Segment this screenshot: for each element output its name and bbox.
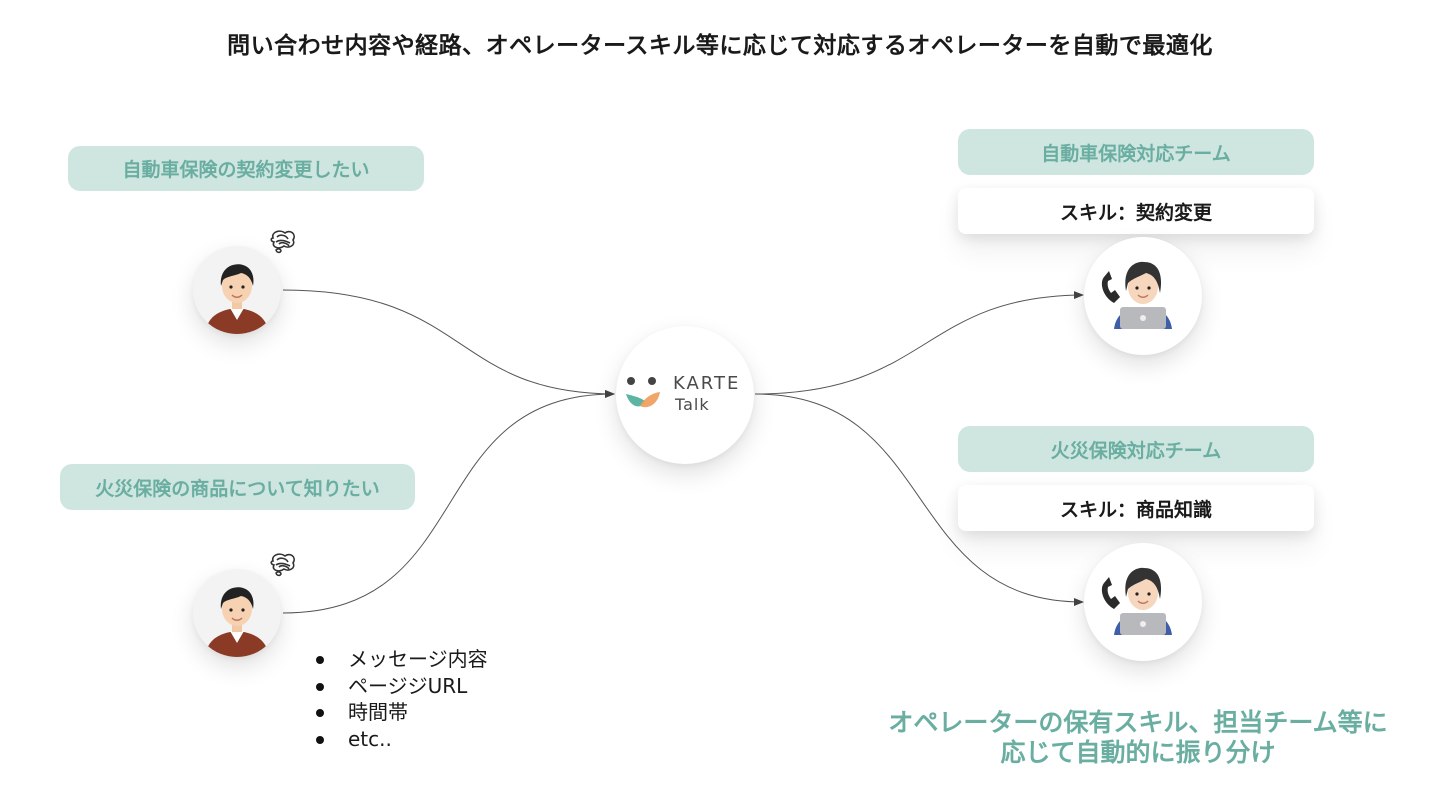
hub-brand: KARTE	[673, 373, 741, 394]
customer-inquiry-pill: 火災保険の商品について知りたい	[60, 464, 415, 510]
operator-avatar-icon	[1101, 567, 1172, 635]
summary-line-2: 応じて自動的に振り分け	[1000, 738, 1276, 767]
connector-customer2-to-hub	[282, 390, 615, 614]
operator-avatar-icon	[1101, 261, 1172, 329]
karte-logo-icon	[626, 377, 660, 408]
karte-talk-hub: KARTE Talk	[616, 326, 754, 464]
thought-scribble-icon	[270, 553, 295, 577]
list-item: メッセージ内容	[312, 646, 488, 673]
thought-scribble-icon	[270, 230, 295, 254]
connector-hub-to-team2	[754, 393, 1084, 606]
routing-factor-list: メッセージ内容 ページジURL 時間帯 etc..	[312, 646, 488, 752]
list-item: etc..	[312, 726, 488, 753]
page-title: 問い合わせ内容や経路、オペレータースキル等に応じて対応するオペレーターを自動で最…	[227, 33, 1213, 59]
phone-icon	[1101, 271, 1120, 303]
operator-avatar	[1084, 237, 1202, 355]
customer-avatar-icon	[205, 264, 269, 334]
connector-customer1-to-hub	[282, 289, 615, 398]
customer-avatar	[193, 569, 281, 657]
phone-icon	[1101, 577, 1120, 609]
list-item: 時間帯	[312, 699, 488, 726]
hub-product: Talk	[675, 395, 710, 414]
team-name-pill: 自動車保険対応チーム	[958, 129, 1314, 175]
customer-avatar	[193, 246, 281, 334]
team-name-pill: 火災保険対応チーム	[958, 426, 1314, 472]
team-skill-card: スキル：契約変更	[958, 188, 1314, 234]
customer-inquiry-pill: 自動車保険の契約変更したい	[68, 146, 424, 191]
summary-caption: オペレーターの保有スキル、担当チーム等に 応じて自動的に振り分け	[860, 708, 1416, 768]
customer-avatar-icon	[205, 587, 269, 657]
list-item: ページジURL	[312, 673, 488, 700]
connector-hub-to-team1	[754, 291, 1084, 395]
operator-avatar	[1084, 543, 1202, 661]
team-skill-card: スキル：商品知識	[958, 485, 1314, 531]
summary-line-1: オペレーターの保有スキル、担当チーム等に	[888, 708, 1388, 737]
